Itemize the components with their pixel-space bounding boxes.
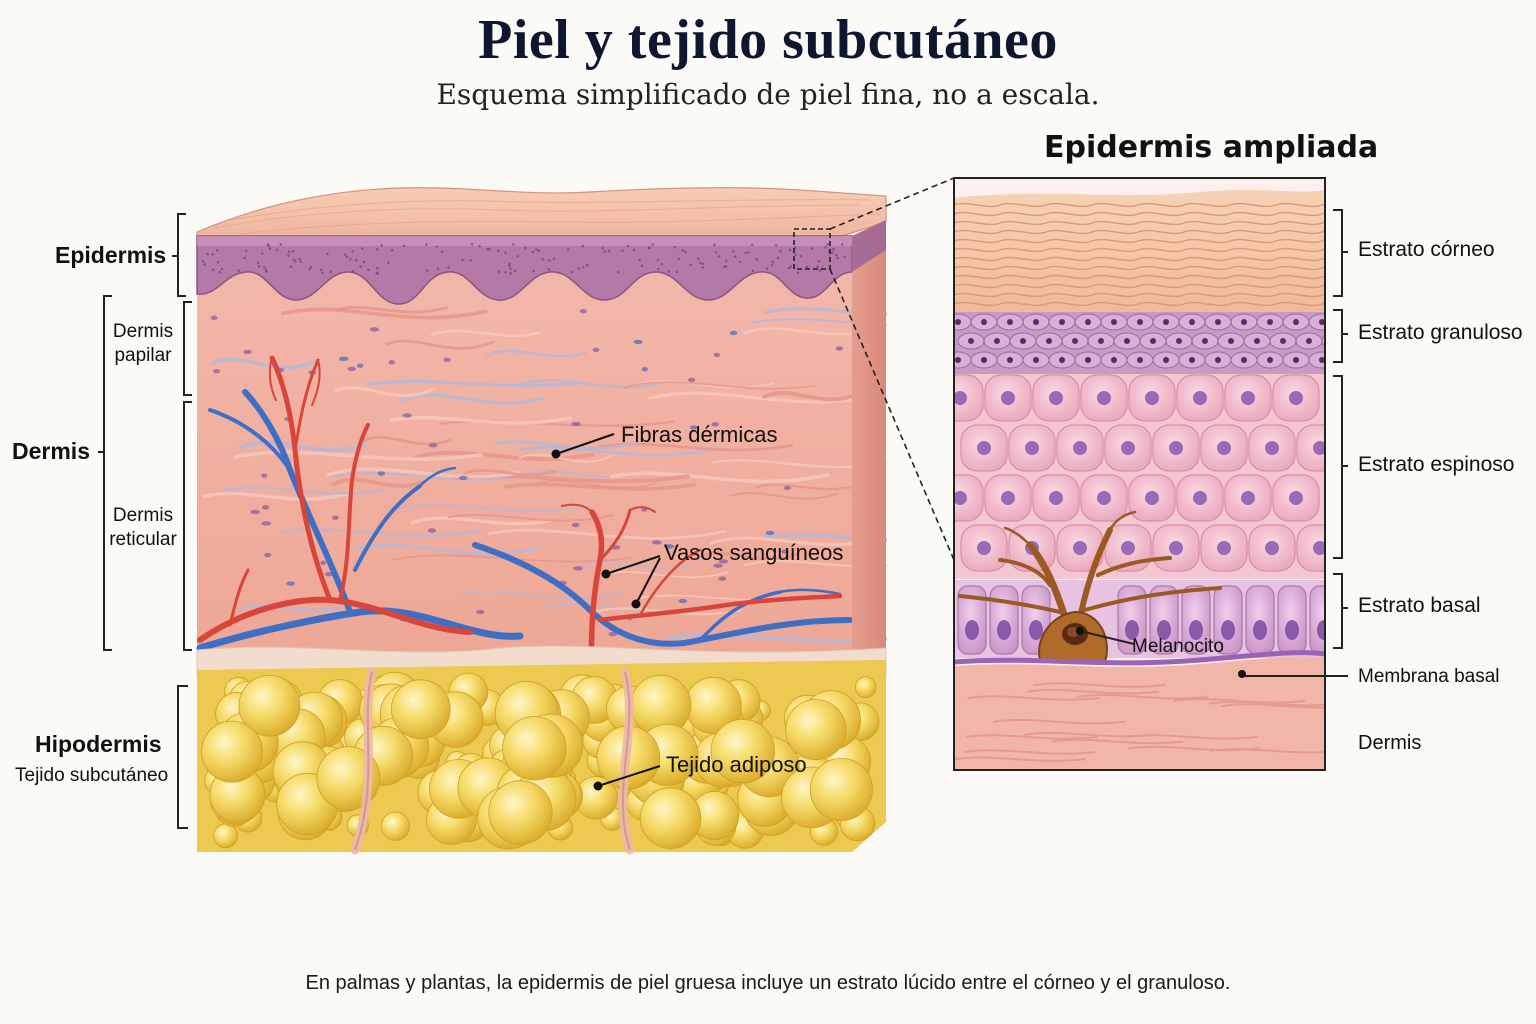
zoom-frame	[953, 177, 1326, 771]
blood-vessels	[196, 355, 853, 671]
fat-lobules	[201, 671, 880, 850]
skin-block	[196, 187, 887, 855]
epidermis-cells	[202, 242, 846, 276]
label-dermis-reticular-line1: Dermis	[112, 505, 174, 526]
zoom-panel-art	[954, 178, 1325, 770]
label-dermis-papilar-line1: Dermis	[112, 321, 174, 342]
page-subtitle: Esquema simplificado de piel fina, no a …	[436, 78, 1100, 111]
dermal-fibers	[202, 305, 887, 643]
zoom-brackets	[1083, 209, 1348, 677]
footnote: En palmas y plantas, la epidermis de pie…	[305, 972, 1231, 994]
label-estrato-basal: Estrato basal	[1358, 594, 1481, 617]
callout-dots	[551, 449, 641, 791]
label-dermis-reticular: Dermis reticular	[106, 504, 180, 552]
label-epidermis: Epidermis	[55, 242, 167, 268]
label-dermis: Dermis	[12, 438, 90, 464]
skin-surface	[196, 187, 887, 241]
label-vasos-sanguineos: Vasos sanguíneos	[664, 540, 844, 565]
label-dermis-reticular-line2: reticular	[109, 529, 177, 550]
zoom-title: Epidermis ampliada	[1044, 130, 1379, 165]
zoom-connectors	[829, 177, 955, 561]
label-zoom-dermis: Dermis	[1358, 732, 1422, 754]
basement-membrane	[954, 650, 1325, 666]
label-melanocito: Melanocito	[1132, 636, 1224, 657]
label-membrana-basal: Membrana basal	[1358, 666, 1500, 687]
label-fibras-dermicas: Fibras dérmicas	[621, 422, 778, 447]
page-title: Piel y tejido subcutáneo	[478, 9, 1058, 71]
epidermis-layer	[196, 235, 853, 305]
label-hipodermis: Hipodermis	[35, 731, 162, 757]
callout-lines	[555, 433, 661, 787]
label-dermis-papilar: Dermis papilar	[106, 320, 180, 368]
label-dermis-papilar-line2: papilar	[114, 345, 172, 366]
left-brackets	[98, 213, 192, 829]
zoom-dermis	[954, 656, 1325, 770]
stratum-corneum	[954, 189, 1325, 315]
label-estrato-espinoso: Estrato espinoso	[1358, 453, 1515, 476]
label-tejido-subcutaneo: Tejido subcutáneo	[15, 765, 169, 786]
melanocyte	[958, 510, 1222, 664]
label-estrato-corneo: Estrato córneo	[1358, 238, 1495, 261]
zoom-region-marker	[793, 228, 831, 270]
block-side	[852, 220, 886, 660]
label-tejido-adiposo: Tejido adiposo	[666, 752, 807, 777]
label-estrato-granuloso: Estrato granuloso	[1358, 321, 1523, 344]
